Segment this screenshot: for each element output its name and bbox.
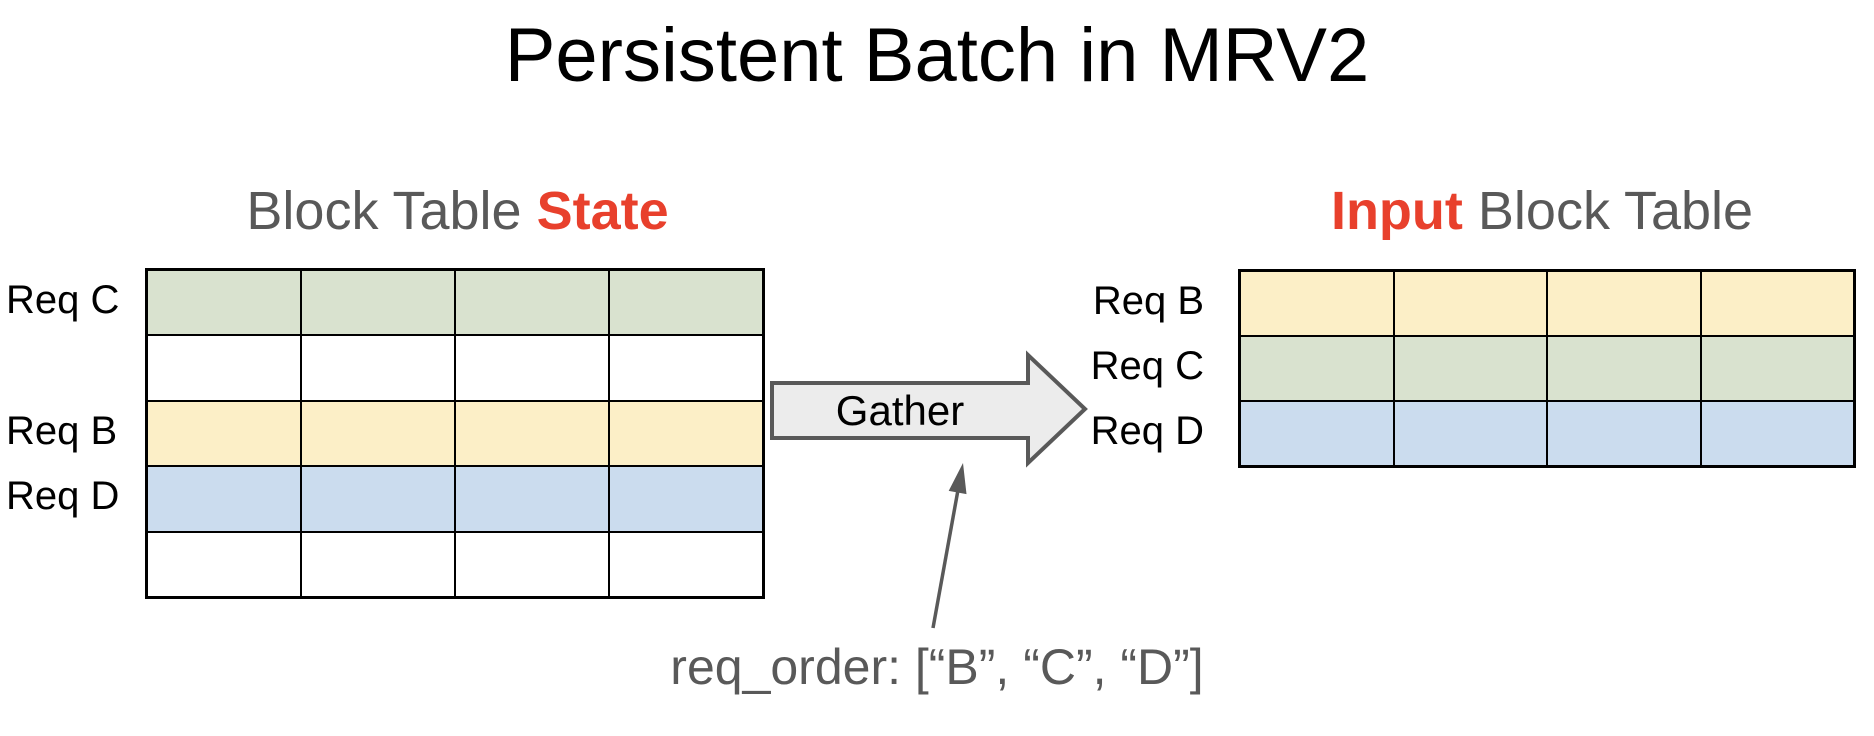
- req-order-annotation: req_order: [“B”, “C”, “D”]: [670, 639, 1204, 695]
- table-cell-green: [1547, 336, 1701, 401]
- state-heading-prefix: Block Table: [246, 181, 537, 241]
- table-cell-yellow: [1700, 271, 1854, 336]
- block-grid: [1238, 269, 1856, 468]
- table-cell-white: [609, 335, 763, 401]
- table-cell-white: [455, 335, 609, 401]
- table-cell-white: [301, 335, 455, 401]
- row-label: [0, 333, 145, 398]
- input-block-table: Req B Req C Req D: [1090, 269, 1856, 468]
- row-label: Req C: [6, 278, 120, 323]
- table-cell-green: [1700, 336, 1854, 401]
- table-cell-blue: [1240, 401, 1394, 466]
- table-cell-blue: [1700, 401, 1854, 466]
- table-cell-white: [147, 531, 301, 597]
- row-label: Req B: [1092, 279, 1204, 323]
- input-table-heading: Input Block Table: [1210, 180, 1874, 242]
- table-cell-blue: [455, 466, 609, 532]
- table-cell-yellow: [1547, 271, 1701, 336]
- gather-block-arrow: [770, 350, 1088, 468]
- table-cell-blue: [609, 466, 763, 532]
- table-cell-white: [609, 531, 763, 597]
- input-heading-suffix: Block Table: [1462, 181, 1754, 241]
- table-cell-green: [1240, 336, 1394, 401]
- table-cell-blue: [1393, 401, 1547, 466]
- page-title: Persistent Batch in MRV2: [504, 13, 1370, 98]
- row-label: [0, 530, 145, 595]
- table-cell-green: [301, 270, 455, 336]
- table-cell-blue: [147, 466, 301, 532]
- table-cell-yellow: [147, 400, 301, 467]
- state-table-heading: Block Table State: [75, 180, 840, 242]
- table-cell-white: [455, 531, 609, 597]
- table-cell-green: [609, 270, 763, 336]
- table-cell-yellow: [301, 400, 455, 467]
- annotation-arrow-head: [948, 463, 967, 495]
- table-cell-blue: [301, 466, 455, 532]
- table-cell-white: [147, 335, 301, 401]
- table-cell-white: [301, 531, 455, 597]
- row-label: Req D: [1090, 409, 1204, 453]
- table-cell-yellow: [455, 400, 609, 467]
- state-block-table: Req C Req B Req D: [0, 268, 765, 599]
- row-labels-column: Req C Req B Req D: [0, 268, 145, 599]
- row-label: Req D: [6, 474, 120, 519]
- table-cell-green: [147, 270, 301, 336]
- state-heading-highlight: State: [536, 181, 669, 241]
- table-cell-green: [1393, 336, 1547, 401]
- input-heading-highlight: Input: [1330, 181, 1463, 241]
- table-cell-yellow: [1240, 271, 1394, 336]
- table-cell-yellow: [1393, 271, 1547, 336]
- row-labels-column: Req B Req C Req D: [1090, 269, 1238, 468]
- table-cell-yellow: [609, 400, 763, 467]
- annotation-arrow-line: [931, 489, 960, 629]
- table-cell-blue: [1547, 401, 1701, 466]
- gather-arrow-graphic: [770, 350, 1088, 629]
- row-label: Req B: [6, 408, 118, 453]
- row-label: Req C: [1090, 344, 1204, 388]
- gather-arrow-label: Gather: [835, 386, 965, 434]
- table-cell-green: [455, 270, 609, 336]
- block-grid: [145, 268, 765, 599]
